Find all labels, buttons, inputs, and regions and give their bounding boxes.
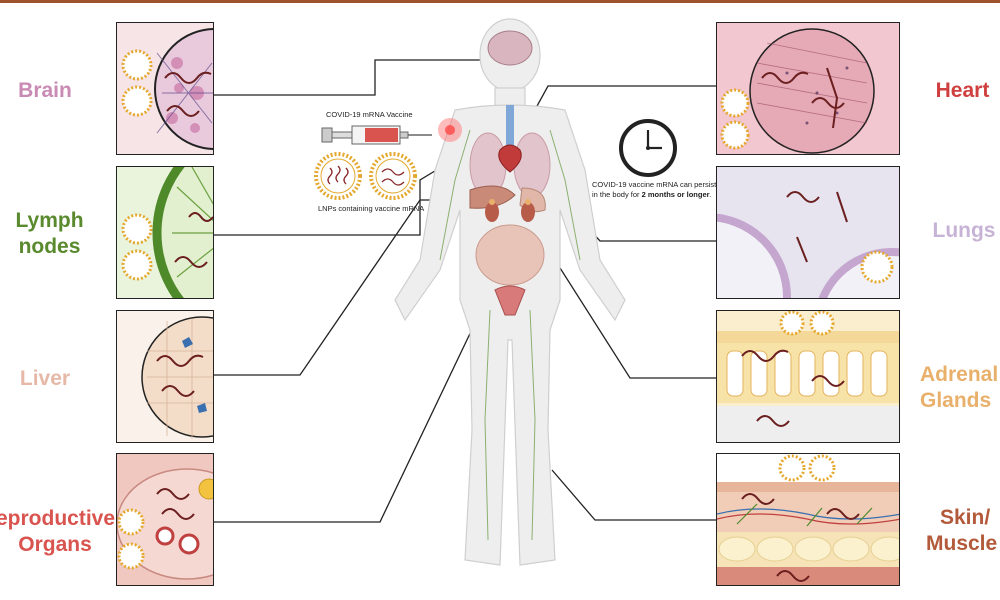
leader-line-reproductive — [214, 299, 487, 523]
label-adrenal-line1: Adrenal — [920, 363, 999, 386]
label-lymph-line1: Lymph — [15, 209, 84, 232]
leader-line-skin — [551, 469, 716, 521]
label-adrenal-glands: Adrenal Glands — [920, 362, 1000, 414]
lnp-icon — [779, 311, 835, 336]
lnp-icon — [121, 49, 153, 117]
mrna-strand-icon — [741, 493, 860, 582]
lnp-icon — [860, 250, 894, 284]
mrna-strand-icon — [156, 354, 204, 397]
panel-reproductive-organs — [116, 453, 214, 586]
mrna-strand-icon — [164, 71, 212, 117]
lnp-icon — [314, 152, 362, 200]
injection-site-core — [445, 125, 455, 135]
mrna-strand-icon — [156, 488, 195, 520]
lnp-icon — [778, 454, 836, 482]
label-adrenal-line2: Glands — [920, 389, 992, 412]
lnp-icon — [117, 508, 145, 570]
syringe-icon — [321, 125, 432, 145]
label-liver: Liver — [19, 367, 71, 390]
panel-brain-tissue — [116, 22, 214, 155]
lymph-vessels — [439, 129, 581, 541]
intestines-icon — [475, 224, 545, 286]
panel-liver — [116, 310, 214, 443]
top-accent-bar — [0, 0, 1000, 3]
label-reproductive-organs: eproductive Organs — [0, 506, 116, 558]
panel-adrenal-glands — [716, 310, 900, 443]
label-lymph-line2: nodes — [18, 235, 81, 258]
panel-lungs — [716, 166, 900, 299]
persistence-prefix: in the body for — [592, 190, 642, 199]
trachea-icon — [506, 105, 514, 150]
label-brain: Brain — [18, 79, 72, 102]
mrna-strand-icon — [786, 191, 848, 263]
panel-heart — [716, 22, 900, 155]
brain-organ-icon — [487, 30, 533, 66]
adrenal-left-icon — [489, 199, 495, 205]
lungs-organ-icon — [469, 132, 551, 198]
label-heart: Heart — [935, 79, 990, 102]
label-lymph-nodes: Lymph nodes — [2, 208, 97, 260]
clock-icon — [619, 119, 677, 177]
kidney-left-icon — [485, 202, 499, 222]
persistence-line2: in the body for 2 months or longer. — [592, 190, 716, 200]
panel-lymph-nodes — [116, 166, 214, 299]
liver-organ-icon — [469, 185, 516, 209]
uterus-icon — [494, 285, 526, 316]
heart-organ-icon — [498, 144, 522, 173]
mrna-strand-icon — [761, 67, 845, 129]
label-skin-line2: Muscle — [926, 532, 998, 555]
vaccine-title: COVID-19 mRNA Vaccine — [326, 110, 413, 119]
label-lungs: Lungs — [932, 219, 996, 242]
persistence-note: COVID-19 vaccine mRNA can persist in the… — [592, 180, 716, 200]
lnp-icon — [121, 213, 153, 281]
mrna-strand-icon — [174, 212, 213, 268]
label-repro-line1: eproductive — [0, 507, 116, 530]
leader-line-brain — [214, 59, 498, 96]
kidney-right-icon — [521, 202, 535, 222]
persistence-line1: COVID-19 vaccine mRNA can persist — [592, 180, 717, 189]
label-repro-line2: Organs — [18, 533, 92, 556]
lnp-icon — [720, 88, 750, 150]
lnp-caption: LNPs containing vaccine mRNA — [318, 204, 425, 213]
persistence-suffix: . — [709, 190, 712, 199]
panel-skin-muscle — [716, 453, 900, 586]
brain-tissue-circle — [154, 28, 213, 150]
adrenal-right-icon — [525, 199, 531, 205]
lnp-icon-2 — [369, 152, 417, 200]
persistence-bold: 2 months or longer — [641, 190, 710, 199]
label-skin-muscle: Skin/ Muscle — [926, 505, 1000, 557]
label-skin-line1: Skin/ — [940, 506, 991, 529]
mrna-strand-icon — [741, 349, 845, 427]
